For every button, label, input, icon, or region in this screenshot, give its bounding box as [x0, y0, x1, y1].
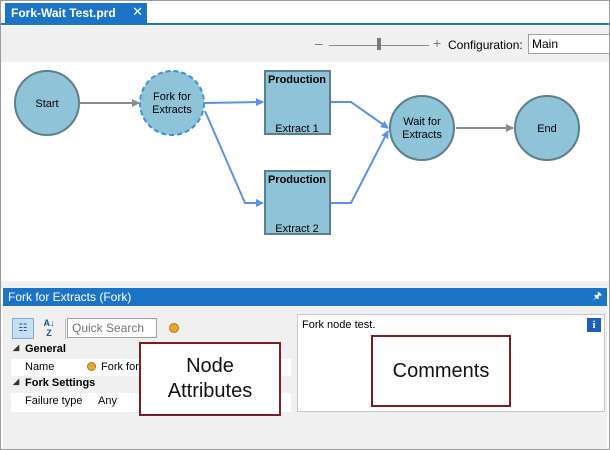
info-icon[interactable]: i — [587, 318, 601, 332]
collapse-icon[interactable]: ◢ — [13, 343, 20, 352]
node-production1-title: Production — [268, 74, 326, 86]
collapse-icon[interactable]: ◢ — [13, 377, 20, 386]
quick-search-input[interactable] — [67, 318, 157, 338]
node-attributes-annotation-line1: Node — [186, 355, 234, 377]
document-tab[interactable]: Fork-Wait Test.prd ✕ — [5, 3, 147, 23]
zoom-in-icon[interactable]: + — [433, 35, 442, 51]
node-fork[interactable]: Fork for Extracts — [139, 70, 205, 136]
zoom-out-icon[interactable]: – — [315, 35, 323, 51]
node-start[interactable]: Start — [14, 70, 80, 136]
node-end-label: End — [537, 123, 557, 135]
diagram-canvas[interactable]: Start Fork for Extracts Production Extra… — [8, 63, 602, 281]
diagram-edges — [80, 98, 514, 207]
node-production2-label: Extract 2 — [275, 223, 318, 235]
node-production2[interactable]: Production Extract 2 — [264, 170, 331, 235]
property-name-key: Name — [25, 361, 55, 373]
document-tabstrip: Fork-Wait Test.prd ✕ — [1, 1, 609, 25]
category-general-label: General — [25, 343, 66, 355]
node-fork-label-line2: Extracts — [152, 104, 192, 116]
property-row-failure-type[interactable]: Failure type Any — [11, 393, 291, 410]
properties-panel-title: Fork for Extracts (Fork) — [8, 290, 132, 304]
property-failure-type-value[interactable]: Any — [98, 395, 117, 407]
attributes-toolbar: ☷ A↓Z — [11, 317, 291, 341]
node-wait[interactable]: Wait for Extracts — [389, 95, 455, 161]
comments-annotation-label: Comments — [392, 360, 490, 382]
comments-text: Fork node test. — [302, 319, 376, 331]
node-production1[interactable]: Production Extract 1 — [264, 70, 331, 135]
alphabetical-sort-icon[interactable]: A↓Z — [43, 318, 55, 338]
canvas-divider[interactable] — [1, 281, 609, 288]
document-tab-title: Fork-Wait Test.prd — [11, 6, 116, 20]
comments-annotation: Comments — [371, 335, 511, 407]
category-fork-settings-label: Fork Settings — [25, 377, 96, 389]
node-wait-label-line2: Extracts — [402, 129, 442, 141]
edge-fork-to-production2[interactable] — [204, 110, 264, 207]
diagram-toolbar: – + Configuration: — [1, 26, 610, 62]
node-end[interactable]: End — [514, 95, 580, 161]
node-production2-title: Production — [268, 174, 326, 186]
edge-fork-to-production1[interactable] — [204, 98, 264, 107]
properties-panel-header: Fork for Extracts (Fork) 🖈 — [3, 288, 607, 306]
configuration-label: Configuration: — [448, 38, 523, 52]
coin-icon[interactable] — [169, 323, 179, 333]
process-diagram: Start Fork for Extracts Production Extra… — [14, 70, 580, 235]
properties-panel: ☷ A↓Z ◢ General Name Fork for Extracts ◢… — [3, 306, 607, 449]
toolbar-separator — [65, 319, 66, 339]
node-production1-label: Extract 1 — [275, 123, 318, 135]
configuration-field[interactable] — [528, 34, 610, 54]
node-wait-label-line1: Wait for — [403, 116, 441, 128]
categorized-view-icon[interactable]: ☷ — [12, 318, 34, 339]
pin-icon[interactable]: 🖈 — [592, 291, 602, 302]
edge-production2-to-wait[interactable] — [331, 130, 389, 204]
node-fork-label-line1: Fork for — [153, 91, 191, 103]
node-attributes-annotation-line2: Attributes — [167, 380, 253, 402]
edge-production1-to-wait[interactable] — [331, 101, 389, 129]
property-failure-type-key: Failure type — [25, 395, 83, 407]
coin-icon — [87, 362, 96, 371]
zoom-slider-thumb[interactable] — [377, 38, 381, 50]
node-start-label: Start — [35, 98, 58, 110]
close-icon[interactable]: ✕ — [132, 4, 143, 19]
node-attributes-annotation: Node Attributes — [139, 342, 281, 416]
